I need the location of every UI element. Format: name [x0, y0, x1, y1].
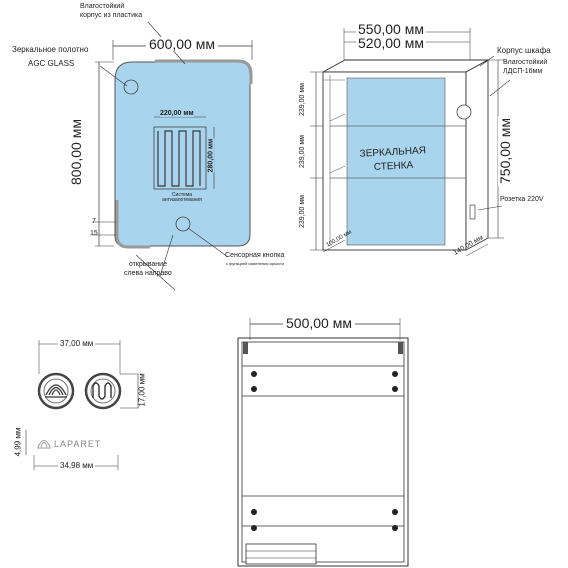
- small-height-label: 4,99 мм: [13, 427, 23, 457]
- cabinet-3d-view: [310, 28, 511, 257]
- bottom-width-label: 34,98 мм: [58, 461, 96, 470]
- callout-cabinet-body: Корпус шкафа: [497, 46, 551, 55]
- callout-glass: AGC GLASS: [28, 59, 75, 68]
- mirror-height-label: 800,00 мм: [68, 116, 84, 188]
- button-height-label: 17,00 мм: [137, 371, 147, 409]
- heater-system-label: Система антизапотевания: [162, 192, 202, 203]
- cabinet-back-view: [237, 318, 409, 567]
- title-block: [245, 543, 317, 565]
- buttons-detail: [25, 340, 142, 470]
- top-left-hole-icon: [123, 79, 139, 95]
- callout-opening: открывание слева направо: [124, 261, 172, 278]
- shelf-dim-3: 239,00 мм: [298, 195, 306, 228]
- shelf-dim-1: 239,00 мм: [298, 83, 306, 116]
- button-width-label: 37,00 мм: [58, 339, 96, 348]
- callout-sensor: Сенсорная кнопка: [225, 252, 285, 259]
- callout-plastic-housing: Влагостойкий корпус из пластика: [80, 3, 143, 20]
- cabinet-width-outer: 550,00 мм: [356, 21, 426, 37]
- heater-outline: [153, 126, 207, 190]
- cabinet-width-inner: 520,00 мм: [356, 35, 426, 51]
- heater-serpentine: [157, 130, 201, 187]
- cabinet-side: [465, 59, 489, 251]
- heater-width-label: 220,00 мм: [160, 110, 194, 117]
- callout-socket: Розетка 220V: [500, 196, 544, 203]
- hinge-arrow-line: [135, 254, 176, 291]
- callout-sensor-sub: с функцией изменения яркости: [226, 261, 285, 266]
- back-width-label: 500,00 мм: [283, 316, 355, 330]
- callout-material: Влагостойкий ЛДСП-16мм: [503, 59, 548, 76]
- callout-mirror-sheet: Зеркальное полотно: [12, 45, 89, 54]
- leader-opening: [159, 234, 174, 277]
- mirror-front-view: [92, 21, 253, 291]
- frame-corner-top: [155, 59, 253, 84]
- cabinet-hole-icon: [456, 104, 472, 120]
- mirror-width-label: 600,00 мм: [146, 37, 218, 51]
- leader-sensor: [187, 227, 229, 258]
- sensor-button-icon[interactable]: [175, 216, 191, 232]
- back-panel: [237, 337, 409, 567]
- cabinet-height: 750,00 мм: [496, 116, 513, 186]
- heater-height-label: 280,00 мм: [207, 138, 215, 173]
- mirror-wall: [346, 77, 446, 246]
- shelf-dim-2: 239,00 мм: [298, 135, 306, 168]
- cabinet-top: [322, 59, 489, 73]
- mirror-wall-label: ЗЕРКАЛЬНАЯ СТЕНКА: [359, 145, 427, 174]
- socket-icon: [469, 204, 476, 220]
- hanger-right: [398, 342, 403, 354]
- small-dim-7: 7: [92, 218, 96, 225]
- hanger-left: [243, 342, 248, 354]
- laparet-logo-icon: [37, 440, 51, 449]
- leader-mirror: [99, 65, 128, 87]
- logo-text: LAPARET: [54, 439, 102, 449]
- frame-corner-bottom: [115, 200, 150, 249]
- small-dim-15: 15: [90, 230, 98, 237]
